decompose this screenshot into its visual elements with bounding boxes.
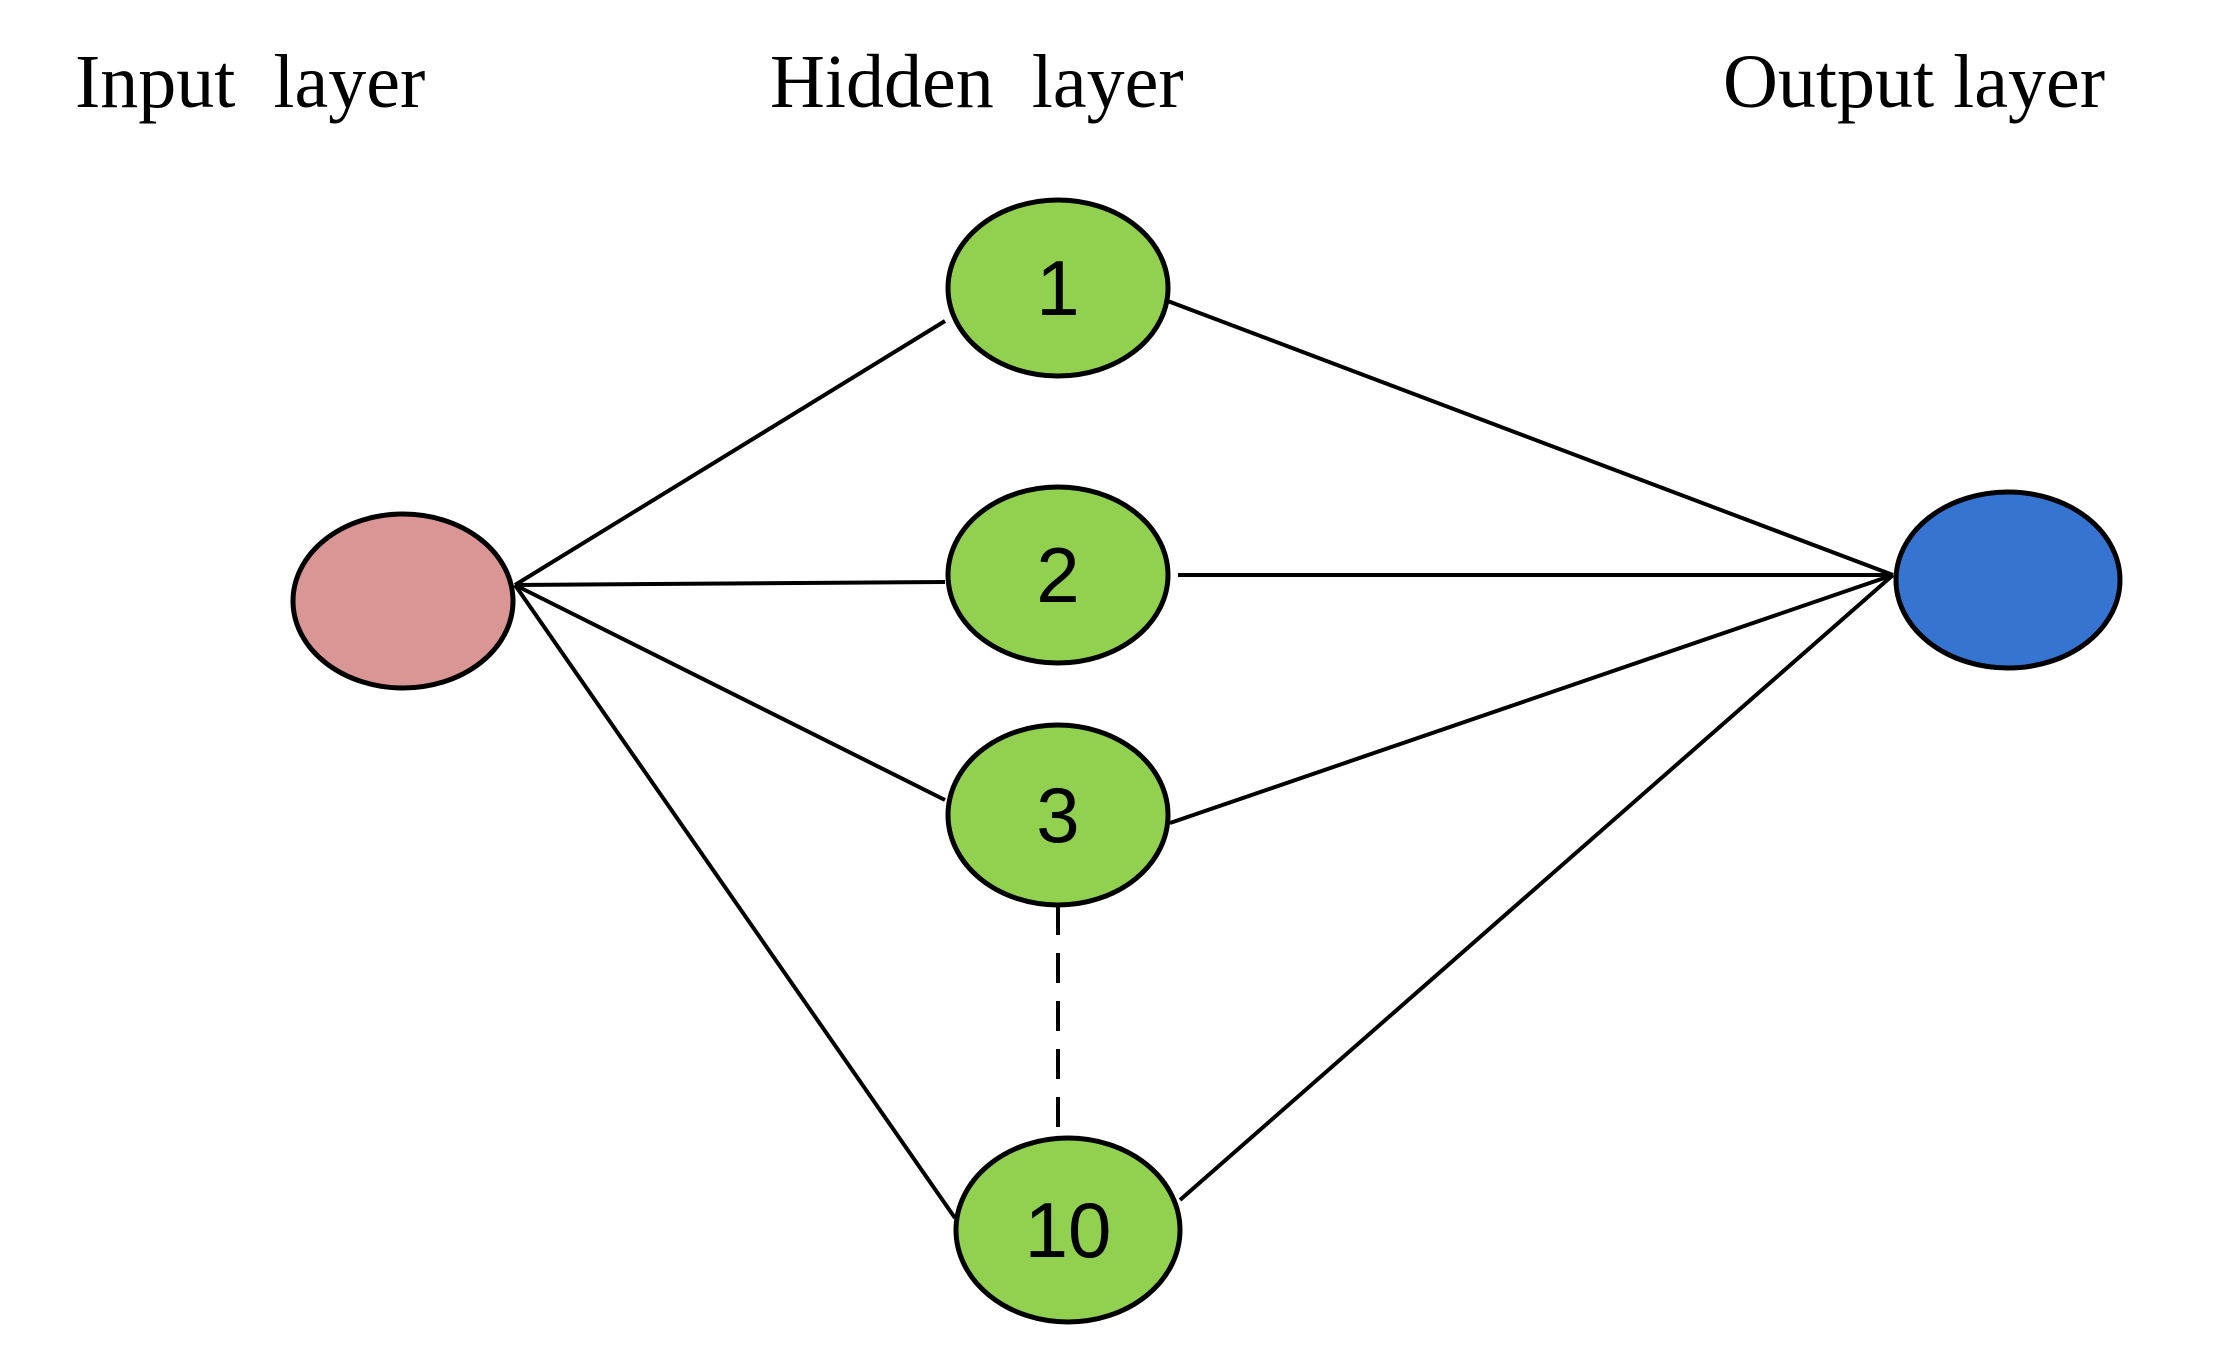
output-node [1893,489,2123,671]
hidden-node-10-label: 10 [1025,1186,1112,1274]
edge-input-hidden-1 [513,319,947,587]
edge-hidden-10-output [1178,573,1895,1202]
hidden-node-2: 2 [945,484,1171,666]
edge-input-hidden-10 [513,583,957,1220]
edge-input-hidden-2 [514,580,946,587]
hidden-node-3-circle [945,722,1171,908]
hidden-layer-heading: Hidden layer [770,40,1184,124]
hidden-node-1: 1 [945,197,1171,379]
hidden-node-10: 10 [953,1135,1183,1325]
hidden-node-1-label: 1 [1036,244,1079,332]
input-node [290,511,516,691]
output-layer-heading: Output layer [1723,40,2105,124]
edge-hidden-3-output [1169,573,1894,825]
input-to-hidden-edges [513,319,957,1220]
hidden-node-10-circle [953,1135,1183,1325]
hidden-node-3: 3 [945,722,1171,908]
hidden-node-3-label: 3 [1036,771,1079,859]
edge-input-hidden-3 [514,583,946,802]
hidden-node-1-circle [945,197,1171,379]
hidden-node-2-label: 2 [1036,531,1079,619]
hidden-to-output-edges [1164,298,1895,1202]
input-layer-heading: Input layer [75,40,425,124]
hidden-node-2-circle [945,484,1171,666]
edge-hidden-1-output [1164,298,1894,577]
